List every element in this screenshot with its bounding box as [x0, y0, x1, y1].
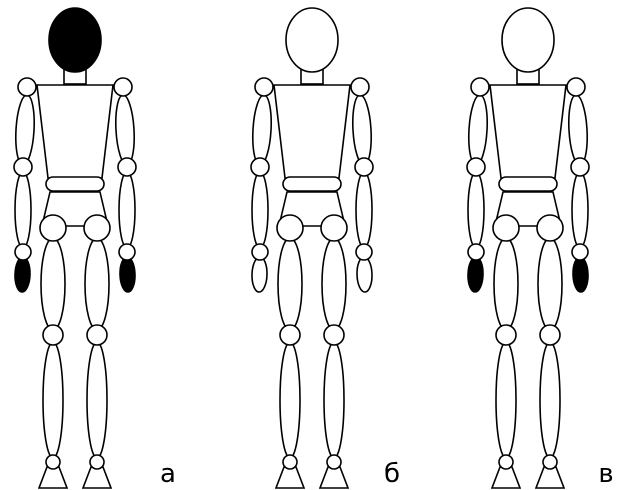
right-elbow-joint	[571, 158, 589, 176]
right-forearm	[119, 172, 135, 248]
left-shoulder-joint	[471, 78, 489, 96]
left-shin	[496, 342, 516, 458]
left-forearm	[468, 172, 484, 248]
left-foot	[39, 467, 67, 488]
right-upper-arm	[567, 94, 589, 165]
mannequin-figure-1: а	[14, 8, 176, 489]
right-hand	[357, 257, 373, 292]
right-thigh	[85, 238, 109, 330]
left-ankle-joint	[46, 455, 60, 469]
left-shoulder-joint	[18, 78, 36, 96]
left-knee-joint	[43, 325, 63, 345]
left-hip-joint	[40, 215, 66, 241]
right-wrist-joint	[119, 244, 135, 260]
mannequin-figure-2: б	[251, 8, 400, 489]
right-ankle-joint	[90, 455, 104, 469]
right-hand	[573, 257, 589, 292]
waist	[46, 177, 104, 191]
right-shin	[87, 342, 107, 458]
mannequin-figure-3: в	[467, 8, 614, 489]
left-wrist-joint	[468, 244, 484, 260]
waist	[283, 177, 341, 191]
right-hip-joint	[321, 215, 347, 241]
right-hip-joint	[537, 215, 563, 241]
figure-label-1: а	[160, 459, 176, 489]
right-shin	[324, 342, 344, 458]
left-shoulder-joint	[255, 78, 273, 96]
figure-label-3: в	[598, 459, 613, 489]
right-forearm	[572, 172, 588, 248]
left-elbow-joint	[467, 158, 485, 176]
left-forearm	[15, 172, 31, 248]
right-shoulder-joint	[567, 78, 585, 96]
chest	[37, 85, 113, 178]
left-elbow-joint	[14, 158, 32, 176]
right-hip-joint	[84, 215, 110, 241]
left-thigh	[278, 238, 302, 330]
left-hand	[252, 257, 268, 292]
right-thigh	[538, 238, 562, 330]
right-shin	[540, 342, 560, 458]
head	[502, 8, 554, 72]
left-thigh	[494, 238, 518, 330]
right-knee-joint	[87, 325, 107, 345]
right-knee-joint	[540, 325, 560, 345]
left-knee-joint	[280, 325, 300, 345]
right-hand	[120, 257, 136, 292]
left-forearm	[252, 172, 268, 248]
right-ankle-joint	[327, 455, 341, 469]
right-ankle-joint	[543, 455, 557, 469]
left-foot	[492, 467, 520, 488]
right-shoulder-joint	[351, 78, 369, 96]
waist	[499, 177, 557, 191]
right-upper-arm	[114, 94, 136, 165]
right-thigh	[322, 238, 346, 330]
left-thigh	[41, 238, 65, 330]
left-wrist-joint	[15, 244, 31, 260]
left-hip-joint	[493, 215, 519, 241]
left-hand	[15, 257, 31, 292]
right-foot	[320, 467, 348, 488]
left-hand	[468, 257, 484, 292]
left-hip-joint	[277, 215, 303, 241]
right-knee-joint	[324, 325, 344, 345]
left-shin	[43, 342, 63, 458]
right-foot	[83, 467, 111, 488]
right-wrist-joint	[356, 244, 372, 260]
chest	[490, 85, 566, 178]
right-foot	[536, 467, 564, 488]
right-upper-arm	[351, 94, 373, 165]
figure-label-2: б	[384, 459, 400, 489]
left-upper-arm	[467, 94, 489, 165]
left-ankle-joint	[499, 455, 513, 469]
right-forearm	[356, 172, 372, 248]
left-wrist-joint	[252, 244, 268, 260]
left-upper-arm	[251, 94, 273, 165]
right-elbow-joint	[118, 158, 136, 176]
left-upper-arm	[14, 94, 36, 165]
right-shoulder-joint	[114, 78, 132, 96]
head	[49, 8, 101, 72]
chest	[274, 85, 350, 178]
right-wrist-joint	[572, 244, 588, 260]
left-knee-joint	[496, 325, 516, 345]
left-foot	[276, 467, 304, 488]
head	[286, 8, 338, 72]
left-elbow-joint	[251, 158, 269, 176]
left-ankle-joint	[283, 455, 297, 469]
right-elbow-joint	[355, 158, 373, 176]
left-shin	[280, 342, 300, 458]
